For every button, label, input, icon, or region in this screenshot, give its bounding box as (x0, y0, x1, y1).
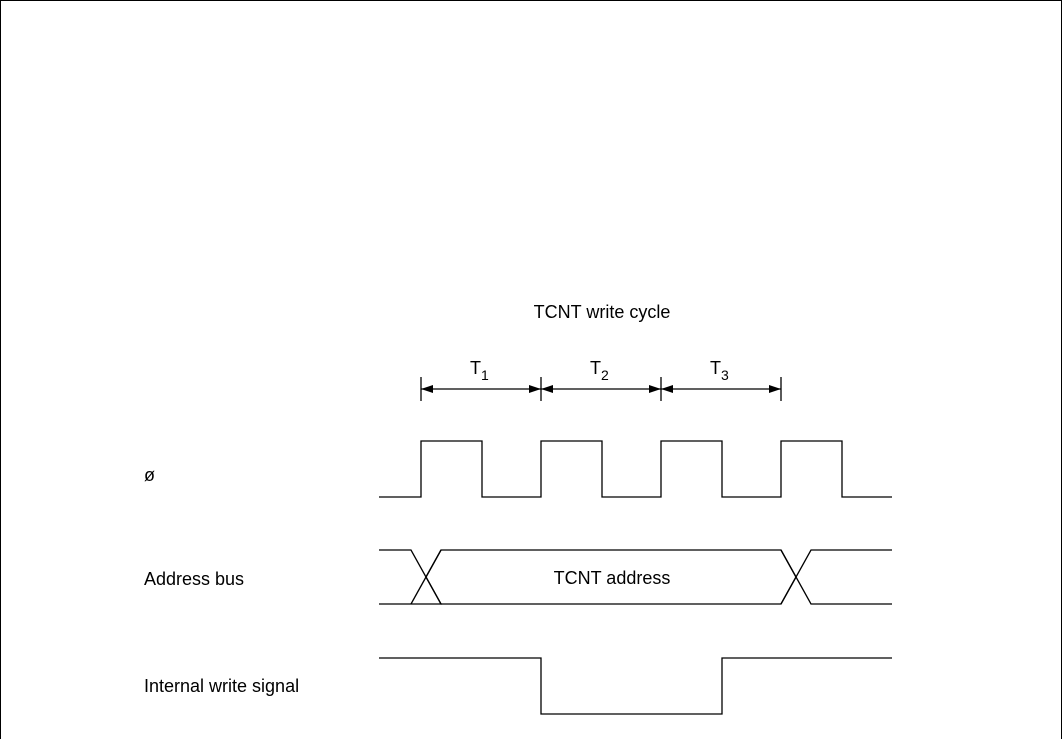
write-signal-label: Internal write signal (144, 676, 299, 696)
write-signal-waveform (379, 657, 892, 715)
period-label-t3: T3 (710, 358, 729, 383)
clock-waveform (379, 440, 892, 498)
clock-label: ø (144, 465, 155, 485)
diagram-title: TCNT write cycle (534, 302, 671, 322)
address-value: TCNT address (554, 568, 671, 588)
address-bus-right-bottom (780, 549, 892, 605)
period-label-t1: T1 (470, 358, 489, 383)
period-label-t2: T2 (590, 358, 609, 383)
address-bus-label: Address bus (144, 569, 244, 589)
address-bus-left-segment (379, 549, 443, 605)
address-bus-right-top (780, 549, 892, 605)
